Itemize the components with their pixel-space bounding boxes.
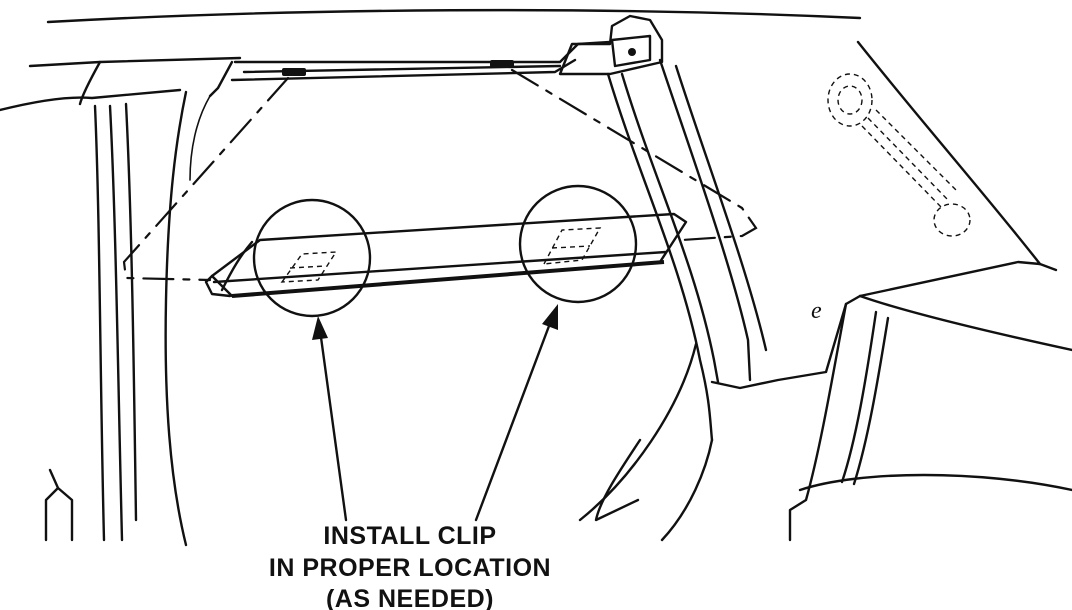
header-rail-top — [233, 40, 612, 64]
leader-arrow-left-head — [312, 316, 328, 340]
pillar-channel-4 — [674, 64, 768, 352]
mount-bracket-face — [610, 34, 652, 68]
header-rail-bottom — [230, 58, 577, 82]
seat-edge-1 — [578, 342, 698, 522]
reference-letter: e — [811, 298, 822, 324]
sun-visor-bottom-edge — [231, 260, 665, 298]
magnifier-circle-right — [518, 184, 638, 304]
seat-edge-2 — [594, 438, 642, 522]
roof-line — [46, 8, 862, 24]
pillar-base — [710, 294, 862, 390]
clip-outline-left — [280, 251, 338, 283]
dome-lamp-top-inner — [837, 85, 863, 115]
clip-outline-right — [542, 227, 602, 265]
door-frame-left-inner — [189, 95, 211, 181]
rear-pillar-1 — [788, 302, 848, 542]
door-frame-left — [164, 90, 188, 547]
dome-lamp-top — [827, 73, 873, 127]
magnifier-circle-left — [252, 198, 372, 318]
quarter-panel-edge — [1038, 262, 1058, 272]
quarter-trim — [858, 294, 1072, 352]
dome-lamp-strip — [861, 109, 959, 209]
a-pillar-trim-3 — [124, 102, 138, 522]
a-pillar-outer — [0, 88, 182, 112]
sun-visor-arm — [220, 240, 254, 292]
pillar-lower — [660, 438, 714, 542]
callout-line-2: IN PROPER LOCATION — [268, 554, 552, 582]
a-pillar-trim-1 — [93, 104, 106, 542]
rear-pillar-2 — [840, 310, 878, 484]
a-pillar-trim-2 — [108, 104, 124, 542]
quarter-panel-top — [856, 40, 1042, 266]
pillar-channel-3 — [658, 58, 752, 382]
leader-arrow-right-head — [542, 304, 558, 330]
mount-bracket — [558, 14, 664, 76]
mount-bracket-hole — [628, 48, 636, 56]
dome-lamp-bottom — [933, 203, 971, 237]
callout-line-1: INSTALL CLIP — [323, 522, 497, 550]
leader-arrow-right-shaft — [474, 316, 554, 522]
header-rail-end — [208, 60, 234, 98]
pillar-channel-1 — [606, 72, 714, 442]
header-clip-right — [490, 60, 514, 68]
phantom-line-left — [122, 76, 290, 282]
callout-line-3: (AS NEEDED) — [325, 585, 494, 610]
quarter-panel-lower — [858, 260, 1042, 298]
pillar-channel-2 — [620, 72, 720, 384]
a-pillar-top — [28, 56, 242, 68]
leader-arrow-left-shaft — [318, 328, 348, 522]
door-handle — [44, 468, 74, 542]
rear-seat-top — [798, 473, 1072, 492]
a-pillar-front — [78, 60, 102, 106]
phantom-line-right — [510, 68, 758, 242]
rear-pillar-3 — [852, 316, 890, 486]
header-clip-left — [282, 68, 306, 76]
sun-visor-edge — [212, 250, 668, 284]
